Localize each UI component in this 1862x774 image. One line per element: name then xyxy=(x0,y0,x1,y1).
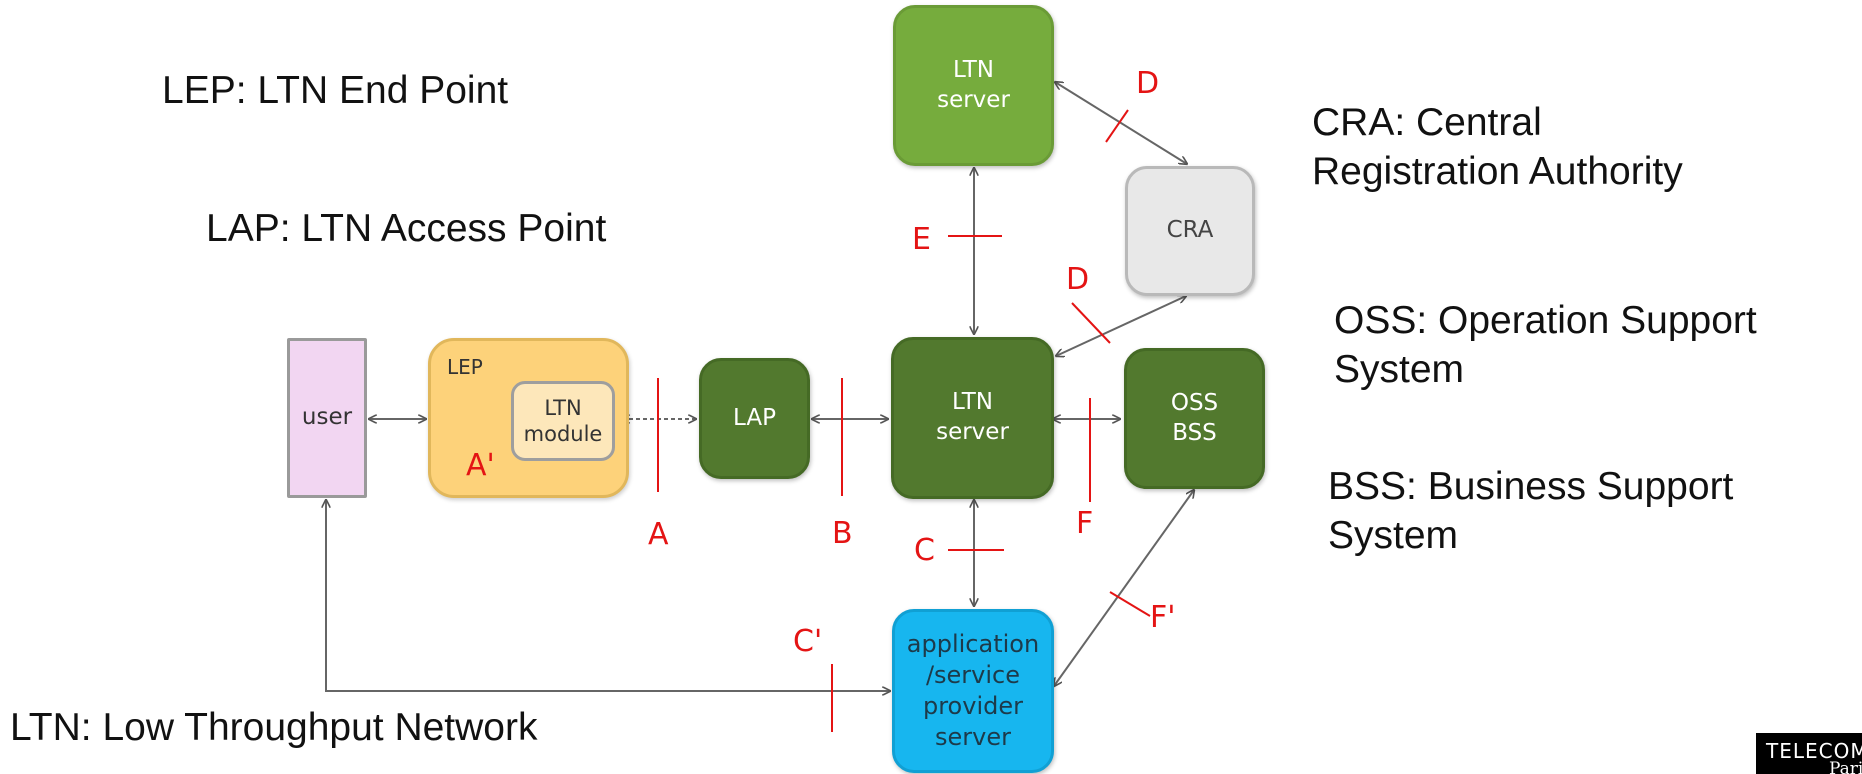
ltn-module-node: LTN module xyxy=(511,381,615,461)
tick-d-top xyxy=(1105,109,1129,143)
oss-bss-node: OSS BSS xyxy=(1124,348,1265,489)
tick-f-prime xyxy=(1109,591,1151,617)
lap-node: LAP xyxy=(699,358,810,479)
legend-lep: LEP: LTN End Point xyxy=(162,69,509,112)
link-user-app xyxy=(326,500,890,691)
link-server-top-cra xyxy=(1055,82,1187,164)
telecom-paris-logo: TELECOM Paris xyxy=(1756,733,1862,774)
ltn-module-label: LTN module xyxy=(523,395,603,446)
interface-b: B xyxy=(832,516,853,551)
legend-lap: LAP: LTN Access Point xyxy=(206,207,607,250)
interface-e: E xyxy=(912,222,931,257)
lap-label: LAP xyxy=(733,404,776,431)
interface-a: A xyxy=(648,517,669,552)
ltn-server-top-label: LTN server xyxy=(937,56,1010,113)
interface-c: C xyxy=(914,533,935,568)
interface-d-top: D xyxy=(1136,66,1160,101)
cra-label: CRA xyxy=(1166,217,1214,244)
link-app-oss xyxy=(1054,490,1194,686)
legend-bss: BSS: Business Support System xyxy=(1328,465,1734,558)
interface-d-mid: D xyxy=(1066,262,1090,297)
lep-title: LEP xyxy=(447,355,483,379)
ltn-server-main-node: LTN server xyxy=(891,337,1054,499)
interface-f: F xyxy=(1076,506,1094,541)
interface-a-prime: A' xyxy=(466,448,495,483)
legend-oss: OSS: Operation Support System xyxy=(1334,299,1757,392)
ltn-server-main-label: LTN server xyxy=(936,389,1009,445)
cra-node: CRA xyxy=(1125,166,1255,296)
tick-d-mid xyxy=(1071,302,1111,344)
app-server-label: application /service provider server xyxy=(906,629,1040,752)
app-server-node: application /service provider server xyxy=(892,609,1054,773)
interface-f-prime: F' xyxy=(1150,600,1176,635)
ltn-server-top-node: LTN server xyxy=(893,5,1054,166)
user-label: user xyxy=(301,404,353,431)
link-server-main-cra xyxy=(1056,296,1186,356)
interface-c-prime: C' xyxy=(793,624,823,659)
logo-line1: TELECOM xyxy=(1766,739,1862,763)
lep-node: LEP LTN module xyxy=(428,338,629,498)
oss-bss-label: OSS BSS xyxy=(1170,389,1219,446)
logo-line2: Paris xyxy=(1829,759,1862,774)
legend-cra: CRA: Central Registration Authority xyxy=(1312,101,1683,194)
user-node: user xyxy=(287,338,367,498)
legend-ltn: LTN: Low Throughput Network xyxy=(10,706,538,749)
